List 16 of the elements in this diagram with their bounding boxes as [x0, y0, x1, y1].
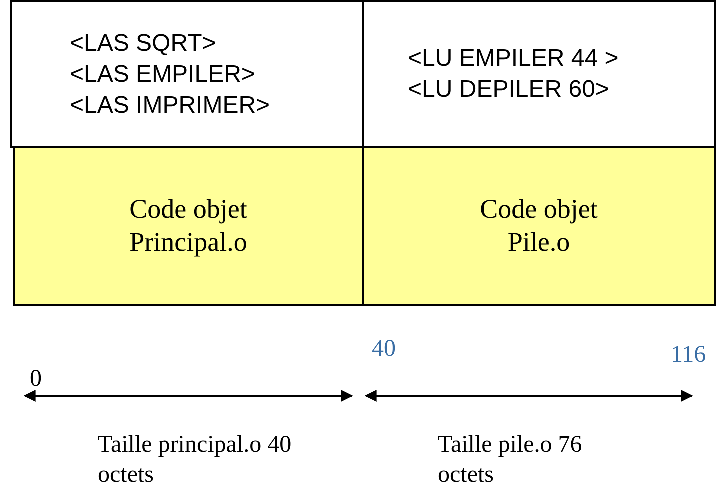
symbol-entry: <LAS SQRT>: [70, 28, 218, 58]
size-label: Taille principal.o 40 octets: [98, 431, 293, 490]
box-label: Code objet Pile.o: [479, 193, 599, 259]
symbol-entry: <LU DEPILER 60>: [408, 75, 610, 105]
object-code-box: [362, 146, 716, 306]
symbol-entry: <LAS IMPRIMER>: [70, 90, 272, 120]
offset-number: 40: [372, 335, 396, 364]
offset-number: 0: [30, 365, 42, 394]
symbol-list-box: [362, 0, 716, 148]
size-label: Taille pile.o 76 octets: [438, 431, 584, 490]
offset-number: 116: [671, 341, 706, 370]
symbol-list-box: [10, 0, 364, 148]
symbol-entry: <LU EMPILER 44 >: [408, 44, 620, 74]
object-code-box: [13, 146, 364, 306]
box-label: Code objet Principal.o: [128, 193, 248, 259]
symbol-entry: <LAS EMPILER>: [70, 60, 256, 90]
